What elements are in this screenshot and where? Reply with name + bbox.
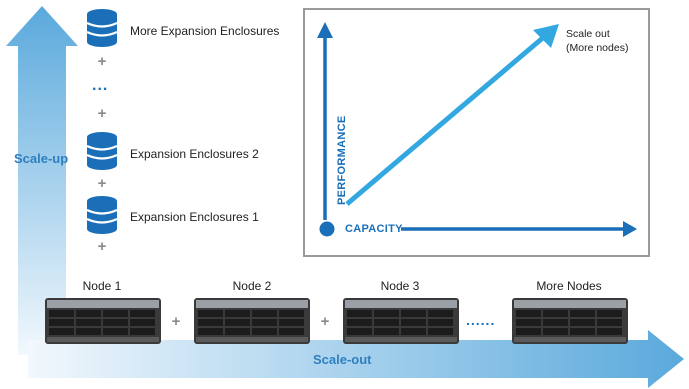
- scaling-chart: [303, 8, 650, 257]
- database-icon: [86, 132, 118, 170]
- scale-up-arrow: [6, 6, 78, 355]
- server-node-icon: [512, 298, 628, 344]
- database-icon: [86, 9, 118, 47]
- node-3-label: Node 3: [380, 279, 420, 293]
- more-expansion-label: More Expansion Enclosures: [130, 24, 280, 38]
- plus-icon: +: [320, 313, 330, 330]
- ellipsis-icon: ...: [92, 77, 109, 94]
- more-nodes-label: More Nodes: [536, 279, 602, 293]
- plus-icon: +: [97, 105, 107, 122]
- plus-icon: +: [97, 238, 107, 255]
- server-node-icon: [45, 298, 161, 344]
- scale-out-arrow: [28, 330, 684, 388]
- scale-out-label: Scale-out: [313, 352, 372, 367]
- scale-out-annotation: Scale out (More nodes): [566, 27, 628, 55]
- database-icon: [86, 196, 118, 234]
- plus-icon: +: [97, 175, 107, 192]
- node-1-label: Node 1: [82, 279, 122, 293]
- performance-axis-label: PERFORMANCE: [336, 115, 348, 205]
- node-2-label: Node 2: [232, 279, 272, 293]
- expansion-1-label: Expansion Enclosures 1: [130, 210, 259, 224]
- expansion-2-label: Expansion Enclosures 2: [130, 147, 259, 161]
- scale-out-line-1: Scale out: [566, 28, 610, 40]
- capacity-axis-label: CAPACITY: [345, 223, 403, 235]
- more-nodes-ellipsis: ......: [466, 312, 496, 328]
- plus-icon: +: [97, 53, 107, 70]
- scale-out-line-2: (More nodes): [566, 42, 629, 54]
- scale-up-label: Scale-up: [14, 151, 69, 166]
- plus-icon: +: [171, 313, 181, 330]
- server-node-icon: [343, 298, 459, 344]
- server-node-icon: [194, 298, 310, 344]
- chart-arrows: [317, 22, 637, 237]
